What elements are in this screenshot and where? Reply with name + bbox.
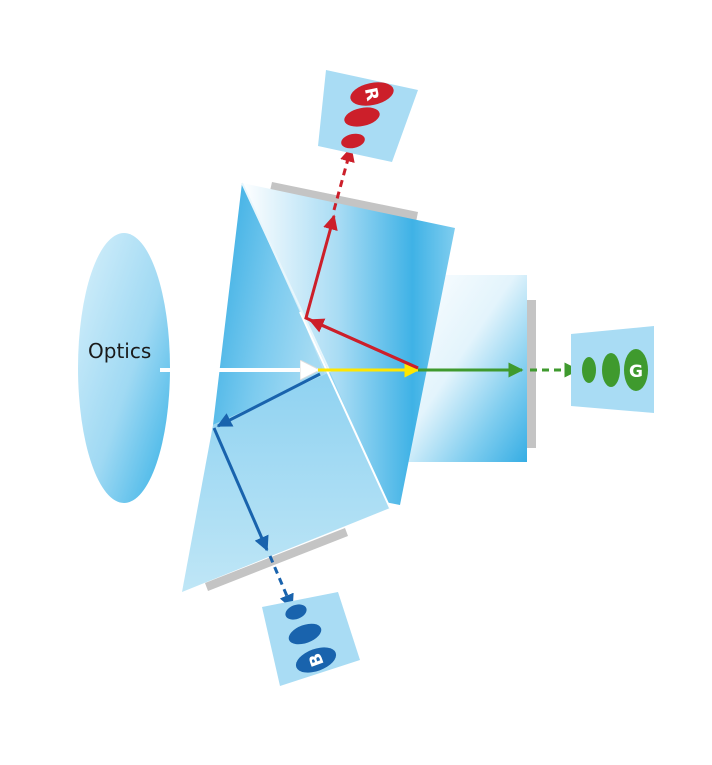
red-spot-medium [344, 107, 380, 127]
green-spot-medium [602, 353, 620, 387]
dichroic-interface-2 [299, 311, 391, 509]
green-sensor: G [571, 326, 654, 413]
blue-sensor: B [262, 592, 360, 686]
right-coating-strip [527, 300, 536, 448]
green-channel-label: G [629, 362, 643, 382]
top-coating-strip [270, 182, 418, 222]
blue-spot-small [285, 604, 307, 620]
blue-spot-large [295, 647, 337, 673]
blue-beam-2 [212, 427, 269, 552]
prism-blue-section [182, 372, 390, 592]
red-spot-large [350, 82, 394, 106]
bottom-coating-strip [205, 528, 348, 591]
red-beam-start-arrow [308, 318, 419, 370]
blue-spot-medium [288, 623, 322, 645]
red-sensor: R [318, 70, 418, 162]
green-spot-large [624, 349, 648, 391]
optics-label: Optics [88, 339, 151, 363]
blue-beam-1 [216, 372, 321, 428]
dichroic-interface-1 [241, 182, 331, 373]
blue-beam-dashed [268, 555, 294, 610]
blue-channel-label: B [305, 650, 328, 669]
red-spot-small [341, 133, 365, 149]
red-channel-label: R [360, 86, 382, 103]
optics-lens [78, 233, 170, 503]
green-spot-small [582, 357, 596, 383]
red-beam-dashed [332, 146, 355, 211]
prism-red-section [242, 183, 455, 505]
